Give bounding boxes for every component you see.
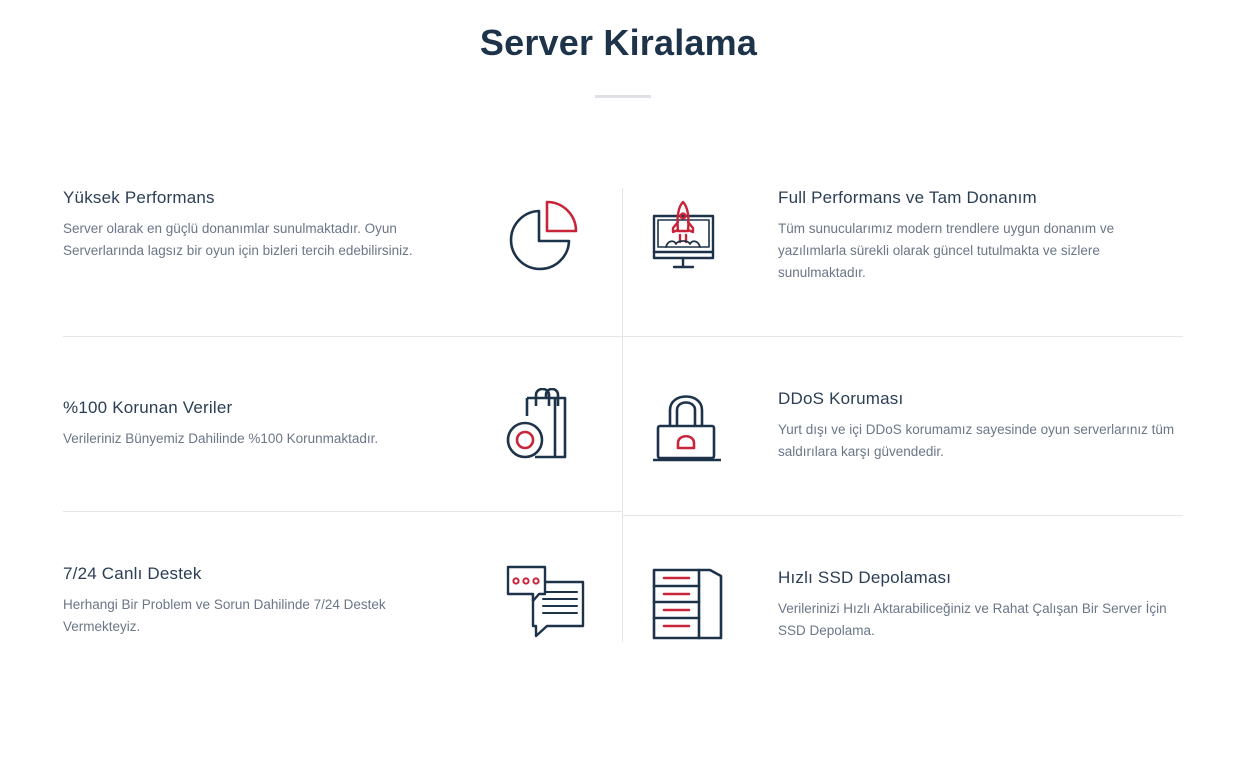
feature-title: 7/24 Canlı Destek	[63, 564, 202, 583]
features-grid: Yüksek Performans Server olarak en güçlü…	[63, 188, 1183, 642]
feature-description: Server olarak en güçlü donanımlar sunulm…	[63, 221, 413, 258]
feature-description: Tüm sunucularımız modern trendlere uygun…	[778, 221, 1115, 280]
column-divider	[622, 188, 623, 642]
feature-full-performance: Full Performans ve Tam Donanım Tüm sunuc…	[778, 188, 1178, 284]
title-underline	[595, 95, 651, 98]
feature-ddos-protection: DDoS Koruması Yurt dışı ve içi DDoS koru…	[778, 389, 1178, 463]
page-title: Server Kiralama	[479, 22, 758, 63]
server-rack-icon	[652, 568, 724, 640]
feature-description: Yurt dışı ve içi DDoS korumamız sayesind…	[778, 422, 1175, 459]
feature-title: %100 Korunan Veriler	[63, 398, 233, 417]
feature-title: Full Performans ve Tam Donanım	[778, 188, 1037, 207]
rocket-monitor-icon	[652, 200, 716, 272]
feature-description: Herhangi Bir Problem ve Sorun Dahilinde …	[63, 597, 386, 634]
feature-high-performance: Yüksek Performans Server olarak en güçlü…	[63, 188, 463, 262]
feature-title: Yüksek Performans	[63, 188, 215, 207]
feature-fast-ssd: Hızlı SSD Depolaması Verilerinizi Hızlı …	[778, 568, 1178, 642]
pie-chart-icon	[505, 200, 579, 272]
shopping-bag-icon	[505, 388, 579, 462]
chat-bubbles-icon	[505, 564, 587, 638]
row-divider-left	[63, 511, 622, 512]
feature-title: Hızlı SSD Depolaması	[778, 568, 952, 587]
row-divider	[63, 336, 1183, 337]
feature-title: DDoS Koruması	[778, 389, 904, 408]
feature-live-support: 7/24 Canlı Destek Herhangi Bir Problem v…	[63, 564, 463, 638]
feature-description: Verileriniz Bünyemiz Dahilinde %100 Koru…	[63, 431, 379, 446]
row-divider-right	[623, 515, 1183, 516]
padlock-icon	[652, 390, 724, 464]
feature-protected-data: %100 Korunan Veriler Verileriniz Bünyemi…	[63, 398, 463, 450]
feature-description: Verilerinizi Hızlı Aktarabiliceğiniz ve …	[778, 601, 1167, 638]
